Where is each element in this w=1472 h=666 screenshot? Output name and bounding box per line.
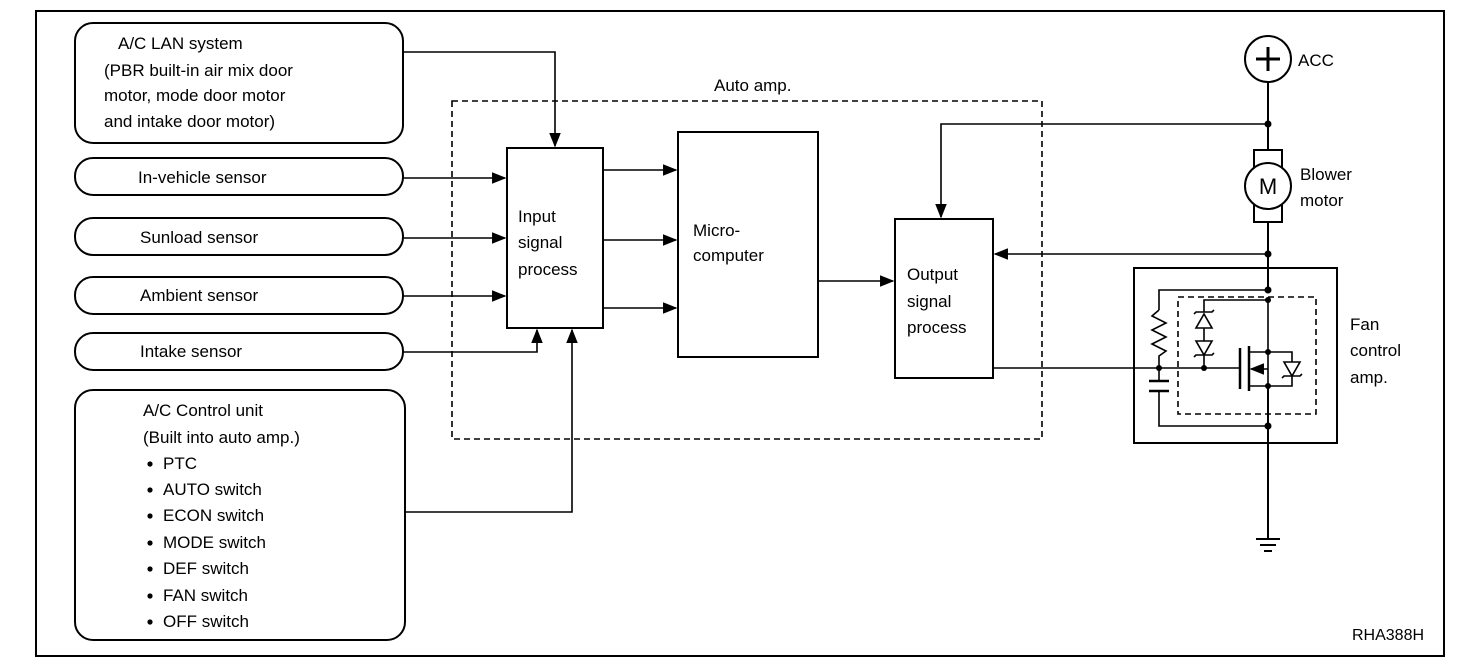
- blower-motor-label-2: motor: [1300, 191, 1344, 210]
- input-signal-lines: [403, 51, 578, 513]
- output-block-line-1: Output: [907, 265, 958, 284]
- micro-block-line-1: Micro-: [693, 221, 740, 240]
- acc-label: ACC: [1298, 51, 1334, 70]
- control-unit-line-2: (Built into auto amp.): [143, 428, 300, 447]
- zener-diode-symbol: [1193, 340, 1215, 358]
- auto-amp-boundary: [451, 100, 1043, 440]
- acc-terminal: [1244, 35, 1292, 83]
- sensor-intake: Intake sensor: [74, 332, 404, 371]
- blower-motor-symbol: M: [1244, 149, 1292, 223]
- blower-motor-label-1: Blower: [1300, 165, 1352, 184]
- ground-icon: [1256, 538, 1280, 552]
- control-unit-item: MODE switch: [163, 533, 266, 552]
- control-unit-item-list: PTC AUTO switch ECON switch MODE switch …: [147, 454, 266, 631]
- control-unit-item: FAN switch: [163, 586, 248, 605]
- output-signal-process-block: Output signal process: [894, 218, 994, 379]
- junction-dot: [1264, 250, 1272, 258]
- sensor-label-sunload: Sunload sensor: [140, 228, 258, 247]
- fan-control-amp-box: [1133, 267, 1338, 444]
- sensor-label-in-vehicle: In-vehicle sensor: [138, 168, 267, 187]
- sensor-sunload: Sunload sensor: [74, 217, 404, 256]
- fan-amp-label-3: amp.: [1350, 368, 1388, 387]
- lan-line-2: (PBR built-in air mix door: [104, 61, 293, 80]
- control-unit-line-1: A/C Control unit: [143, 401, 263, 420]
- input-block-line-2: signal: [518, 233, 562, 252]
- supply-feedback-line: [935, 123, 1268, 219]
- figure-frame: [35, 10, 1445, 657]
- fan-amp-label-2: control: [1350, 341, 1401, 360]
- sensor-ambient: Ambient sensor: [74, 276, 404, 315]
- fan-amp-circuit: [1149, 286, 1303, 443]
- motor-symbol: M: [1259, 174, 1277, 199]
- junction-dot: [1264, 120, 1272, 128]
- output-block-line-3: process: [907, 318, 967, 337]
- input-to-micro-lines: [603, 164, 678, 314]
- sensor-label-ambient: Ambient sensor: [140, 286, 258, 305]
- control-unit-item: OFF switch: [163, 612, 249, 631]
- control-unit-box: A/C Control unit (Built into auto amp.) …: [74, 389, 406, 641]
- figure-code: RHA388H: [1352, 627, 1424, 644]
- lan-system-box: A/C LAN system (PBR built-in air mix doo…: [74, 22, 404, 144]
- fan-amp-label-1: Fan: [1350, 315, 1379, 334]
- input-block-line-3: process: [518, 260, 578, 279]
- lan-line-3: motor, mode door motor: [104, 86, 286, 105]
- sensor-in-vehicle: In-vehicle sensor: [74, 157, 404, 196]
- zener-diode-symbol: [1193, 309, 1215, 329]
- input-signal-process-block: Input signal process: [506, 147, 604, 329]
- fet-module-boundary: [1177, 296, 1317, 415]
- control-unit-item: PTC: [163, 454, 197, 473]
- lan-line-4: and intake door motor): [104, 112, 275, 131]
- mosfet-symbol: [1238, 346, 1268, 391]
- output-block-line-2: signal: [907, 292, 951, 311]
- control-unit-item: DEF switch: [163, 559, 249, 578]
- input-block-line-1: Input: [518, 207, 556, 226]
- micro-block-line-2: computer: [693, 246, 764, 265]
- control-unit-item: ECON switch: [163, 506, 264, 525]
- microcomputer-block: Micro- computer: [677, 131, 819, 358]
- resistor-symbol: [1150, 309, 1168, 368]
- auto-amp-label: Auto amp.: [714, 76, 792, 95]
- lan-line-1: A/C LAN system: [118, 34, 243, 53]
- sensor-label-intake: Intake sensor: [140, 342, 242, 361]
- body-diode-symbol: [1281, 361, 1303, 379]
- control-unit-item: AUTO switch: [163, 480, 262, 499]
